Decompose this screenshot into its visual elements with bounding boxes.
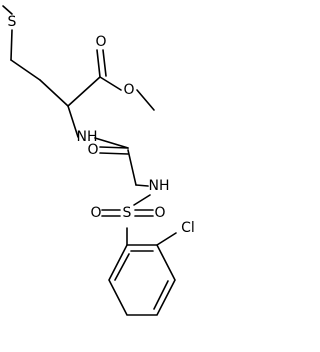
bond-n-sulfonyl — [133, 194, 151, 206]
bond-sulfide-ch2 — [10, 29, 13, 61]
atom-sulfonyl-o-left: O — [90, 205, 101, 221]
atom-amide-o: O — [87, 142, 98, 158]
chemical-structure: S O O NH O NH S O O Cl — [2, 5, 195, 316]
bond-ring-chlorine — [156, 232, 177, 246]
atom-ester-alkoxy-o: O — [123, 82, 134, 98]
atom-sulfide-s: S — [8, 14, 17, 30]
bond-methyl-sulfide — [2, 5, 13, 15]
bonds — [2, 5, 177, 316]
atom-sulfonamide-nh: NH — [149, 178, 170, 194]
bond-alkoxy-methyl — [136, 89, 155, 111]
atom-amide-nh: NH — [77, 129, 98, 145]
atom-sulfonyl-s: S — [123, 205, 132, 221]
atom-chlorine: Cl — [181, 220, 195, 236]
bond-ester-carbonyl-2 — [102, 49, 107, 77]
bond-alpha-amide-n — [67, 105, 79, 138]
benzene-ring — [108, 244, 176, 316]
bond-ch2-alpha — [39, 79, 69, 107]
bond-ester-alkoxy — [99, 76, 122, 91]
bond-amide-n-c — [94, 137, 129, 149]
atom-labels: S O O NH O NH S O O Cl — [8, 14, 195, 236]
atom-sulfonyl-o-right: O — [154, 205, 165, 221]
bond-ch2-sulfonamide-n — [135, 184, 149, 187]
bond-amide-carbonyl-1 — [99, 146, 129, 149]
ring-double-3 — [114, 253, 130, 281]
bond-amide-carbonyl-2 — [99, 152, 129, 155]
bond-alpha-ester-c — [67, 76, 101, 107]
bond-ester-carbonyl-1 — [96, 49, 101, 78]
ring-double-2 — [153, 280, 169, 310]
bond-amide-c-ch2 — [127, 149, 137, 186]
atom-ester-carbonyl-o: O — [95, 34, 106, 50]
bond-ch2-ch2 — [10, 59, 41, 81]
